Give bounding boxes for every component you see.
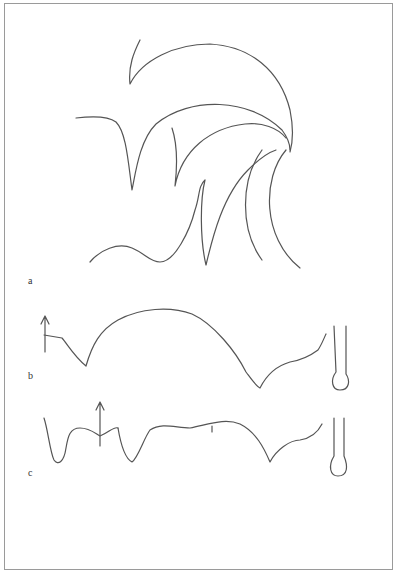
- direction-arrow: [96, 402, 104, 446]
- direction-arrow: [41, 316, 49, 352]
- outline-profile: [118, 421, 322, 462]
- outline-profile: [331, 418, 347, 476]
- panel-letter: c: [28, 468, 32, 478]
- outline-profile: [211, 426, 212, 432]
- profile-curve: [90, 150, 276, 265]
- outline-profile: [44, 418, 118, 463]
- outline-profile: [333, 326, 349, 390]
- outline-profile: [44, 309, 326, 388]
- panel-letter: a: [28, 276, 32, 286]
- profile-curve: [246, 150, 263, 260]
- panel-letter: b: [28, 371, 33, 381]
- profile-curve: [76, 104, 290, 190]
- profile-curve: [172, 124, 286, 186]
- frame: [5, 4, 393, 570]
- profile-curve: [269, 150, 300, 268]
